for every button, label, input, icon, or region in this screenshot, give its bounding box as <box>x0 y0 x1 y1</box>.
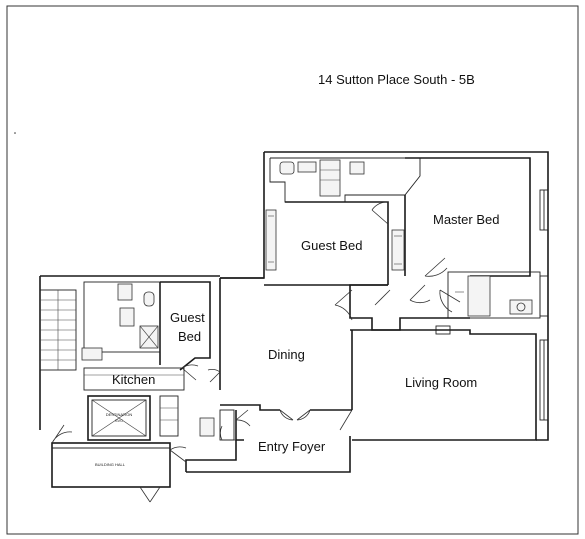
room-label-master-bed: Master Bed <box>433 212 499 227</box>
room-label-guest-bed-left-line2: Bed <box>178 329 201 344</box>
master-bed-walls <box>391 157 531 277</box>
elevator-label-line2: SVC <box>115 418 123 423</box>
room-label-entry-foyer: Entry Foyer <box>258 439 326 454</box>
building-hall: BUILDING HALL <box>51 424 187 503</box>
elevator-label-line1: DESTINATION <box>106 412 133 417</box>
page-border <box>6 5 579 535</box>
kitchen-block <box>39 275 220 430</box>
dining-walls <box>207 277 352 421</box>
upper-bathroom <box>269 157 421 203</box>
entry-foyer-walls <box>185 409 351 473</box>
hall-junction <box>334 284 470 335</box>
living-room-walls <box>339 329 537 441</box>
plan-title: 14 Sutton Place South - 5B <box>318 72 475 87</box>
room-label-kitchen: Kitchen <box>112 372 155 387</box>
room-label-guest-bed-left-line1: Guest <box>170 310 205 325</box>
room-label-dining: Dining <box>268 347 305 362</box>
room-label-guest-bed-upper: Guest Bed <box>301 238 362 253</box>
service-elevator: DESTINATION SVC <box>87 395 215 441</box>
stairs <box>39 289 77 371</box>
building-hall-label: BUILDING HALL <box>95 462 126 467</box>
master-bathroom <box>439 271 541 319</box>
room-label-living-room: Living Room <box>405 375 477 390</box>
